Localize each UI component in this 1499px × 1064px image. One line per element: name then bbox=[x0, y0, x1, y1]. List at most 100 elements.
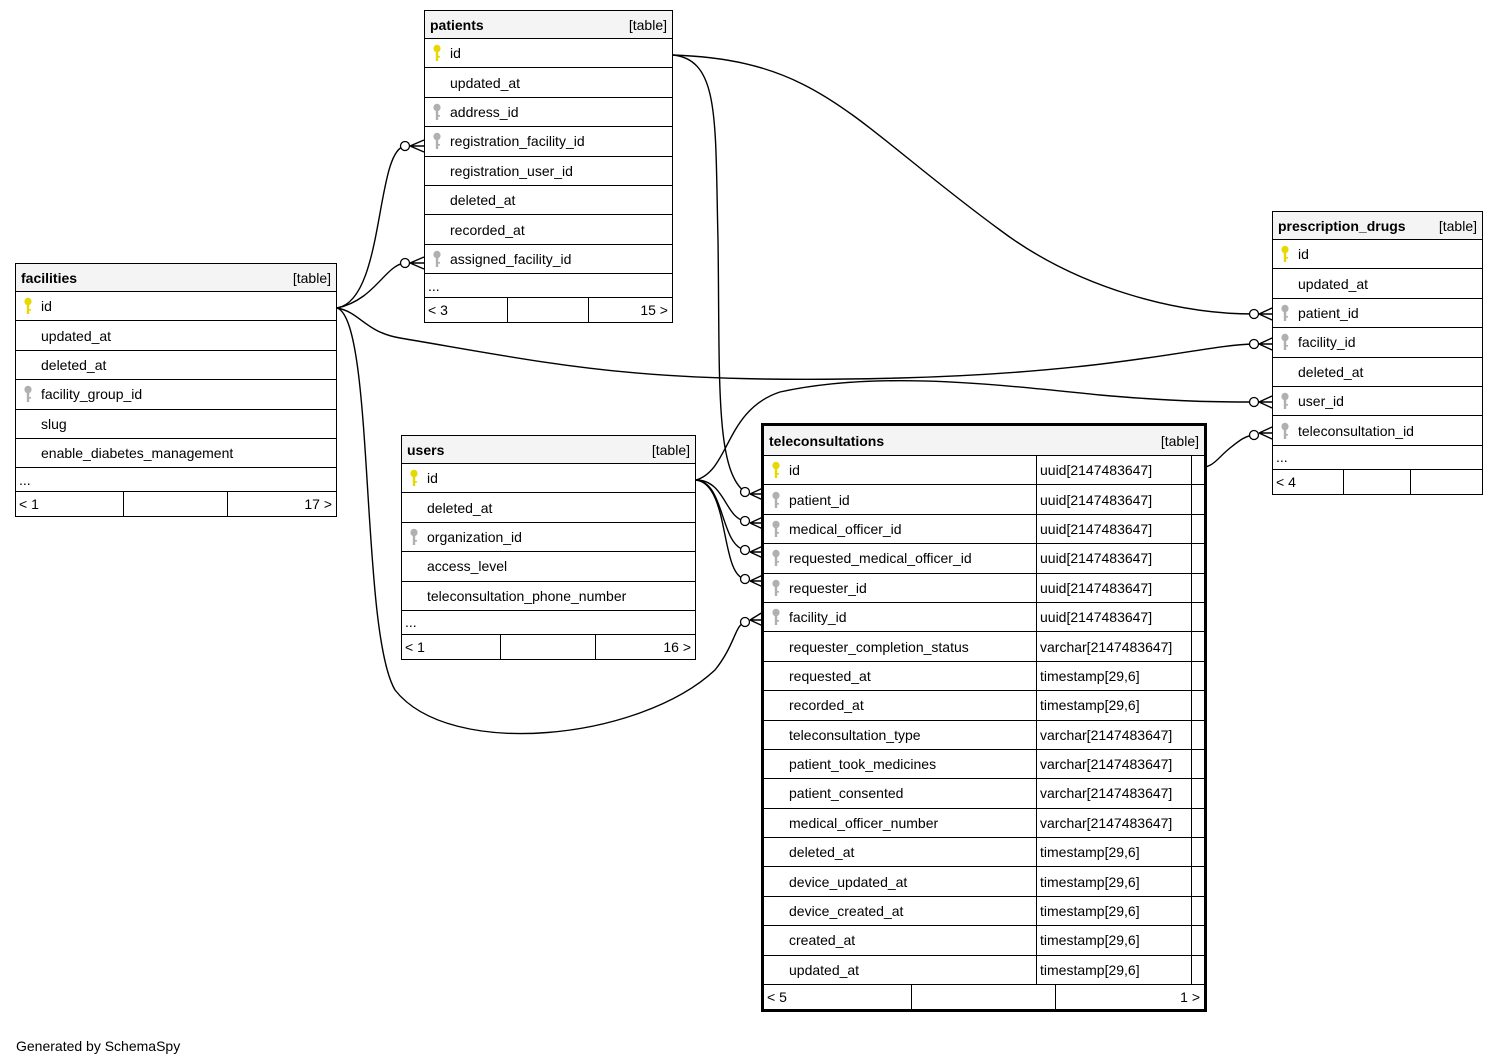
children-count[interactable]: 1 > bbox=[1180, 989, 1201, 1006]
foreign-key-icon bbox=[764, 520, 788, 538]
column-row[interactable]: facility_group_id bbox=[16, 380, 336, 410]
foreign-key-icon bbox=[764, 491, 788, 509]
column-row[interactable]: slug bbox=[16, 410, 336, 439]
column-name: patient_id bbox=[1298, 304, 1359, 321]
edge-optional-marker bbox=[739, 573, 751, 585]
foreign-key-icon bbox=[1273, 333, 1297, 351]
more-columns: ... bbox=[1273, 446, 1482, 470]
column-name: requested_medical_officer_id bbox=[789, 550, 972, 567]
column-row[interactable]: updated_at bbox=[16, 321, 336, 351]
foreign-key-icon bbox=[425, 103, 449, 121]
column-spacer bbox=[1191, 691, 1204, 720]
column-row[interactable]: enable_diabetes_management bbox=[16, 439, 336, 469]
column-row[interactable]: access_level bbox=[402, 552, 695, 582]
column-name: registration_facility_id bbox=[450, 133, 585, 150]
column-name: device_updated_at bbox=[789, 873, 908, 890]
column-row[interactable]: id bbox=[16, 292, 336, 322]
more-columns: ... bbox=[16, 468, 336, 493]
column-spacer bbox=[1191, 867, 1204, 896]
column-row[interactable]: address_id bbox=[425, 98, 672, 128]
column-row[interactable]: id bbox=[402, 464, 695, 494]
column-row[interactable]: patient_id bbox=[1273, 299, 1482, 329]
column-row[interactable]: id bbox=[1273, 240, 1482, 270]
column-spacer bbox=[1191, 602, 1204, 632]
column-row[interactable]: user_id bbox=[1273, 387, 1482, 417]
column-row[interactable]: deleted_at bbox=[1273, 358, 1482, 387]
column-row[interactable]: recorded_at bbox=[425, 215, 672, 245]
column-row[interactable]: facility_id bbox=[1273, 328, 1482, 358]
column-name: requested_at bbox=[789, 667, 871, 684]
parents-count[interactable]: < 1 bbox=[16, 492, 124, 517]
column-row[interactable]: organization_id bbox=[402, 523, 695, 553]
parents-count[interactable]: < 3 bbox=[425, 298, 509, 323]
column-spacer bbox=[1191, 926, 1204, 955]
table-name: patients bbox=[430, 16, 484, 33]
more-columns: ... bbox=[425, 274, 672, 299]
column-name: organization_id bbox=[427, 528, 522, 545]
edge-optional-marker bbox=[1248, 396, 1260, 408]
column-row[interactable]: id bbox=[425, 39, 672, 69]
parents-count[interactable]: < 4 bbox=[1273, 469, 1344, 494]
column-row[interactable]: registration_user_id bbox=[425, 157, 672, 186]
parents-count[interactable]: < 5 bbox=[764, 985, 912, 1010]
children-count[interactable]: 16 > bbox=[663, 638, 692, 655]
primary-key-icon bbox=[1273, 245, 1297, 263]
edge-optional-marker bbox=[739, 616, 751, 628]
edge-optional-marker bbox=[739, 515, 751, 527]
children-count[interactable] bbox=[1411, 470, 1482, 494]
column-row[interactable]: deleted_at bbox=[16, 351, 336, 381]
table-footer: < 1 16 > bbox=[402, 634, 695, 659]
foreign-key-icon bbox=[425, 250, 449, 268]
column-row[interactable]: deleted_at bbox=[425, 186, 672, 216]
column-type: timestamp[29,6] bbox=[1036, 926, 1191, 955]
column-row[interactable]: teleconsultation_id bbox=[1273, 416, 1482, 446]
generated-by-label: Generated by SchemaSpy bbox=[16, 1038, 181, 1054]
column-type: varchar[2147483647] bbox=[1036, 779, 1191, 808]
children-count[interactable]: 15 > bbox=[640, 302, 668, 319]
column-row[interactable]: teleconsultation_phone_number bbox=[402, 582, 695, 611]
column-name: facility_id bbox=[789, 609, 847, 626]
column-name: deleted_at bbox=[41, 356, 107, 373]
column-name: updated_at bbox=[789, 961, 860, 978]
column-row[interactable]: registration_facility_id bbox=[425, 127, 672, 157]
column-spacer bbox=[1191, 456, 1204, 485]
column-name: id bbox=[1298, 246, 1309, 263]
primary-key-icon bbox=[425, 44, 449, 62]
column-row[interactable]: deleted_at bbox=[402, 493, 695, 523]
column-type: varchar[2147483647] bbox=[1036, 808, 1191, 838]
column-row[interactable]: assigned_facility_id bbox=[425, 245, 672, 275]
table-kind: [table] bbox=[651, 441, 690, 458]
column-row[interactable]: updated_at bbox=[1273, 269, 1482, 299]
table-name: teleconsultations bbox=[769, 432, 885, 449]
table-header: patients [table] bbox=[425, 11, 672, 39]
children-count[interactable]: 17 > bbox=[304, 496, 333, 513]
parents-count[interactable]: < 1 bbox=[402, 634, 501, 659]
column-spacer bbox=[1191, 838, 1204, 867]
footer-spacer bbox=[124, 492, 229, 517]
primary-key-icon bbox=[764, 461, 788, 479]
column-row[interactable]: updated_at bbox=[425, 68, 672, 98]
